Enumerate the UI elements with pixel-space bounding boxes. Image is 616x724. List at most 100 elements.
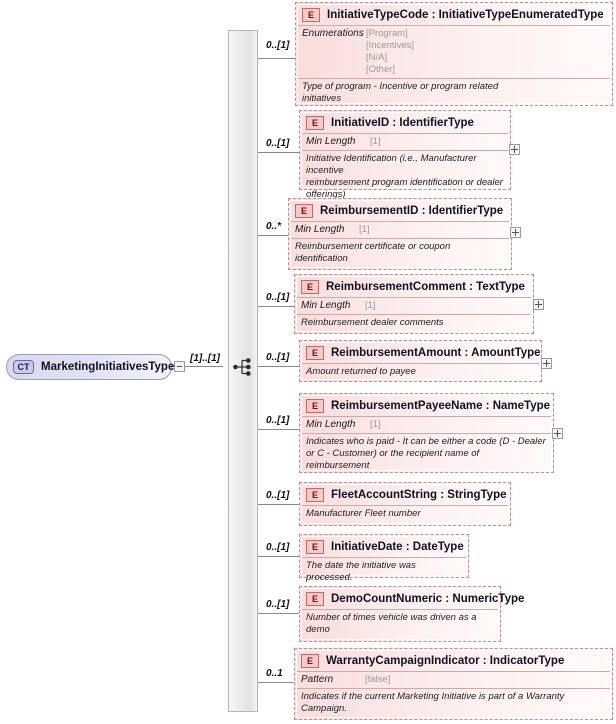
element-badge: E (306, 346, 324, 360)
facet-name: Enumerations (302, 28, 364, 39)
element-documentation: Number of times vehicle was driven as a … (302, 609, 498, 639)
expand-button[interactable] (533, 299, 544, 310)
root-connector-line (185, 366, 223, 367)
expand-button[interactable] (510, 227, 521, 238)
root-collapse-toggle[interactable] (174, 361, 185, 372)
element-title: FleetAccountString : StringType (331, 489, 507, 501)
connector-line (258, 682, 294, 683)
expand-button[interactable] (541, 358, 552, 369)
element-documentation: Reimbursement dealer comments (297, 314, 531, 332)
element-header: E ReimbursementComment : TextType (297, 277, 531, 297)
connector-line (258, 613, 299, 614)
element-documentation: The date the initiative was processed. (302, 557, 466, 587)
element-header: E InitiativeDate : DateType (302, 537, 466, 557)
facet-row: Min Length[1] (302, 416, 551, 433)
element-documentation: Amount returned to payee (302, 363, 539, 381)
root-node-label: MarketingInitiativesType (41, 361, 175, 373)
element-header: E InitiativeID : IdentifierType (302, 113, 508, 133)
cardinality-label: 0..[1] (266, 542, 290, 553)
element-title: InitiativeID : IdentifierType (331, 117, 474, 129)
facet-values: [Program] [Incentives] [N/A] [Other] (366, 28, 415, 75)
cardinality-label: 0..[1] (266, 40, 290, 51)
connector-line (258, 235, 288, 236)
element-documentation: Reimbursement certificate or coupon iden… (291, 238, 509, 268)
connector-line (258, 152, 299, 153)
facet-values: [1] (370, 136, 381, 147)
element-node-inner: E InitiativeTypeCode : InitiativeTypeEnum… (297, 4, 611, 104)
element-documentation: Manufacturer Fleet number (302, 505, 508, 523)
element-title: DemoCountNumeric : NumericType (331, 593, 525, 605)
facet-row: Min Length[1] (291, 221, 509, 238)
element-documentation: Initiative Identification (i.e., Manufac… (302, 150, 508, 204)
sequence-icon[interactable] (233, 358, 255, 376)
cardinality-label: 0..[1] (266, 490, 290, 501)
element-badge: E (306, 116, 324, 130)
element-title: InitiativeDate : DateType (331, 541, 464, 553)
element-badge: E (295, 204, 313, 218)
element-title: ReimbursementID : IdentifierType (320, 205, 504, 217)
facet-row: Min Length [1] (302, 133, 508, 150)
element-title: ReimbursementPayeeName : NameType (331, 400, 551, 412)
root-complex-type-node[interactable]: CT MarketingInitiativesType (6, 354, 175, 380)
element-header: E ReimbursementPayeeName : NameType (302, 396, 551, 416)
cardinality-label: 0..1 (266, 668, 283, 679)
facet-values: [false] (365, 674, 391, 685)
sequence-compositor-bar (228, 30, 258, 712)
facet-row: Enumerations[Program] [Incentives] [N/A]… (298, 25, 610, 78)
connector-line (258, 306, 294, 307)
connector-line (258, 58, 295, 59)
element-badge: E (306, 399, 324, 413)
element-badge: E (306, 540, 324, 554)
connector-line (258, 366, 299, 367)
cardinality-label: 0..[1] (266, 415, 290, 426)
facet-name: Min Length (306, 136, 356, 147)
connector-line (258, 556, 299, 557)
expand-button[interactable] (552, 428, 563, 439)
cardinality-label: 0..[1] (266, 292, 290, 303)
element-documentation: Type of program - Incentive or program r… (298, 78, 610, 108)
expand-button[interactable] (509, 144, 520, 155)
facet-name: Pattern (301, 674, 334, 685)
element-badge: E (301, 280, 319, 294)
element-node[interactable]: E InitiativeTypeCode : InitiativeTypeEnum… (295, 2, 613, 106)
cardinality-label: 0..* (266, 221, 282, 232)
element-header: E ReimbursementAmount : AmountType (302, 343, 541, 363)
element-title: ReimbursementComment : TextType (326, 281, 525, 293)
element-header: E InitiativeTypeCode : InitiativeTypeEnum… (298, 5, 610, 25)
element-title: ReimbursementAmount : AmountType (331, 347, 541, 359)
facet-values: [1] (370, 419, 381, 430)
element-badge: E (306, 592, 324, 606)
connector-line (258, 504, 299, 505)
cardinality-label: 0..[1] (266, 352, 290, 363)
element-header: E DemoCountNumeric : NumericType (302, 589, 524, 609)
element-title: InitiativeTypeCode : InitiativeTypeEnume… (327, 9, 604, 21)
complex-type-badge: CT (13, 360, 34, 374)
element-badge: E (301, 654, 319, 668)
facet-row: Min Length[1] (297, 297, 531, 314)
element-documentation: Indicates who is paid - It can be either… (302, 433, 551, 475)
root-cardinality-label: [1]..[1] (190, 353, 220, 364)
connector-line (258, 429, 299, 430)
element-badge: E (302, 8, 320, 22)
cardinality-label: 0..[1] (266, 138, 290, 149)
cardinality-label: 0..[1] (266, 599, 290, 610)
